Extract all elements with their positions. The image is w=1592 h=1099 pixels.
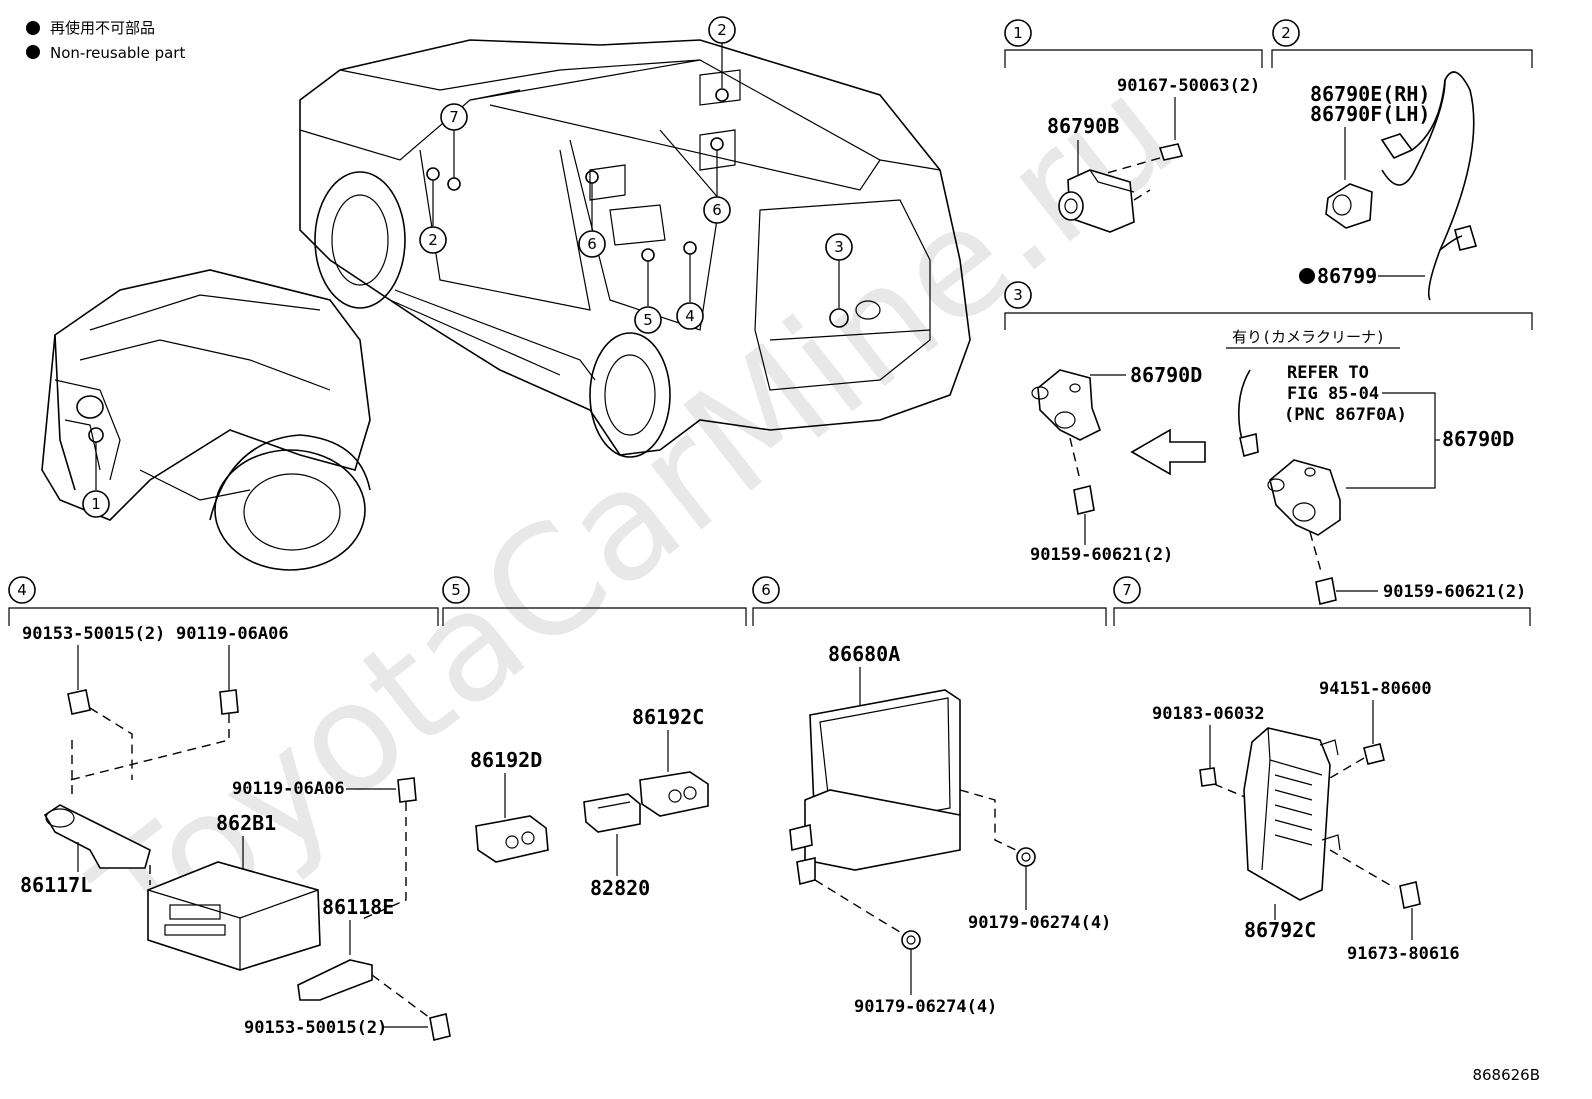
callout-2-left: 2 xyxy=(428,231,438,249)
callout-5: 5 xyxy=(643,311,653,329)
part-86790D-right: 86790D xyxy=(1442,427,1514,451)
callout-1: 1 xyxy=(91,495,101,513)
part-90167-50063: 90167-50063(2) xyxy=(1117,76,1260,96)
option-camera-cleaner-label: 有り(カメラクリーナ) xyxy=(1232,328,1385,346)
legend: 再使用不可部品 Non-reusable part xyxy=(26,19,185,62)
part-90183-06032: 90183-06032 xyxy=(1152,704,1265,724)
watermark-text: ToyotaCarMine.ru xyxy=(64,44,1205,988)
part-90119-06A06-top: 90119-06A06 xyxy=(176,624,289,644)
section-3-number: 3 xyxy=(1013,286,1023,304)
section-7: 7 94151-80600 90183-06032 91673-80616 86… xyxy=(1113,576,1531,964)
part-86790E-rh: 86790E(RH) xyxy=(1310,82,1430,106)
section-5: 5 86192D 86192C 82820 xyxy=(442,576,747,900)
callout-6-left: 6 xyxy=(587,235,597,253)
part-86792C: 86792C xyxy=(1244,918,1316,942)
part-86799: 86799 xyxy=(1317,264,1377,288)
part-86790D-left: 86790D xyxy=(1130,363,1202,387)
section-6-number: 6 xyxy=(761,581,771,599)
legend-ja: 再使用不可部品 xyxy=(50,19,155,37)
callout-7: 7 xyxy=(449,108,459,126)
section-2: 2 86790E(RH) 86790F(LH) 86799 xyxy=(1271,19,1533,301)
part-90159-60621-left: 90159-60621(2) xyxy=(1030,545,1173,565)
section-4: 4 90153-50015(2) 90119-06A06 86117L 9011… xyxy=(8,576,451,1041)
callout-2-top: 2 xyxy=(717,21,727,39)
part-86790F-lh: 86790F(LH) xyxy=(1310,102,1430,126)
part-86790B: 86790B xyxy=(1047,114,1119,138)
part-90159-60621-right: 90159-60621(2) xyxy=(1383,582,1526,602)
refer-to-text: REFER TO xyxy=(1287,363,1369,383)
part-91673-80616: 91673-80616 xyxy=(1347,944,1460,964)
part-90153-50015-top: 90153-50015(2) xyxy=(22,624,165,644)
section-3: 3 86790D 90159-60621(2) 有り(カメラクリーナ) REFE… xyxy=(1004,281,1533,605)
callout-6-right: 6 xyxy=(712,201,722,219)
section-4-number: 4 xyxy=(17,581,27,599)
legend-dot-icon xyxy=(26,45,40,59)
part-90153-50015-bottom: 90153-50015(2) xyxy=(244,1018,387,1038)
part-82820: 82820 xyxy=(590,876,650,900)
refer-fig-text: FIG 85-04 xyxy=(1287,384,1379,404)
part-86118E: 86118E xyxy=(322,895,394,919)
section-6: 6 86680A 90179-06274(4) 90179-06274(4) xyxy=(752,576,1111,1017)
section-5-number: 5 xyxy=(451,581,461,599)
legend-en: Non-reusable part xyxy=(50,44,185,62)
legend-dot-icon xyxy=(26,21,40,35)
part-94151-80600: 94151-80600 xyxy=(1319,679,1432,699)
part-86680A: 86680A xyxy=(828,642,900,666)
callout-3: 3 xyxy=(834,238,844,256)
vehicle-front-illustration xyxy=(41,269,371,571)
section-2-number: 2 xyxy=(1281,24,1291,42)
part-90119-06A06-mid: 90119-06A06 xyxy=(232,779,345,799)
refer-pnc-text: (PNC 867F0A) xyxy=(1284,405,1407,425)
part-86117L: 86117L xyxy=(20,873,92,897)
part-90179-06274-bottom: 90179-06274(4) xyxy=(854,997,997,1017)
section-1: 1 90167-50063(2) 86790B xyxy=(1004,19,1263,233)
part-862B1: 862B1 xyxy=(216,811,276,835)
part-86192D: 86192D xyxy=(470,748,542,772)
part-90179-06274-right: 90179-06274(4) xyxy=(968,913,1111,933)
diagram-id: 868626B xyxy=(1472,1066,1540,1084)
vehicle-rear-illustration xyxy=(299,39,971,458)
vehicle-callouts: 1 2 2 3 4 5 6 6 7 xyxy=(82,16,853,518)
part-86192C: 86192C xyxy=(632,705,704,729)
section-1-number: 1 xyxy=(1013,24,1023,42)
callout-4: 4 xyxy=(685,307,695,325)
section-7-number: 7 xyxy=(1122,581,1132,599)
